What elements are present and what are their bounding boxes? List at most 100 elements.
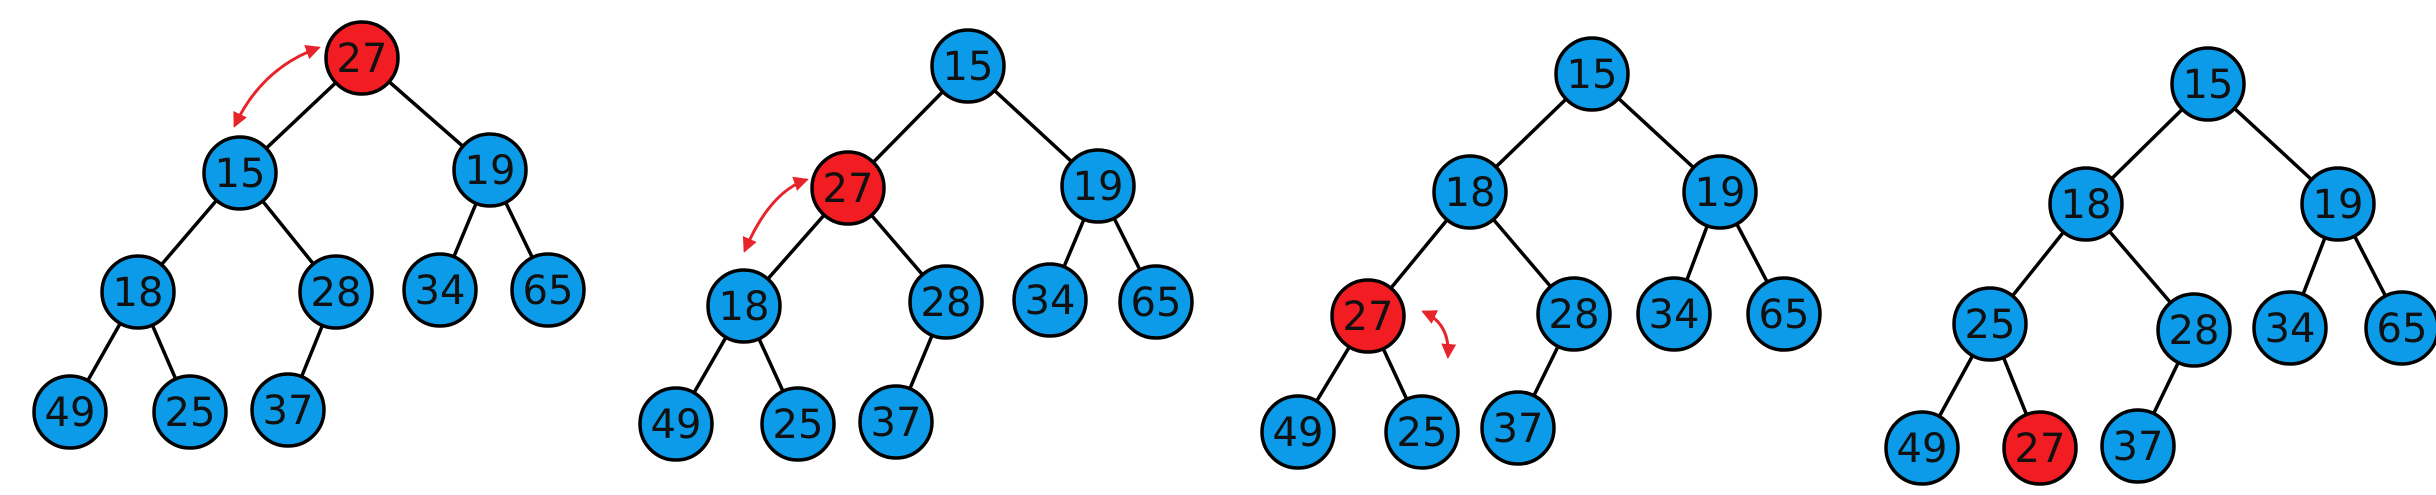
node-label: 37 <box>263 388 314 434</box>
swap-arrow-icon <box>233 44 321 128</box>
tree-node: 19 <box>1060 148 1136 224</box>
node-label: 15 <box>215 151 266 197</box>
node-circle <box>324 20 400 96</box>
node-circle <box>1746 276 1822 352</box>
tree-node: 25 <box>1384 394 1460 470</box>
tree-node: 28 <box>298 254 374 330</box>
node-label: 65 <box>1759 292 1810 338</box>
node-circle <box>1260 394 1336 470</box>
node-label: 25 <box>1397 410 1448 456</box>
tree-node: 65 <box>1746 276 1822 352</box>
node-label: 19 <box>465 148 516 194</box>
node-circle <box>2364 290 2436 366</box>
node-label: 28 <box>921 280 972 326</box>
node-circle <box>1384 394 1460 470</box>
node-circle <box>152 374 228 450</box>
tree-node: 25 <box>760 386 836 462</box>
node-circle <box>402 252 478 328</box>
node-label: 28 <box>2169 308 2220 354</box>
node-circle <box>1060 148 1136 224</box>
heap-tree-3: 15 18 19 27 28 34 65 49 25 37 <box>1260 36 1822 470</box>
node-circle <box>1636 276 1712 352</box>
node-circle <box>810 150 886 226</box>
node-circle <box>1884 410 1960 486</box>
node-circle <box>2100 408 2176 484</box>
node-label: 25 <box>1965 302 2016 348</box>
tree-node: 28 <box>908 264 984 340</box>
node-circle <box>2300 166 2376 242</box>
node-circle <box>1012 262 1088 338</box>
tree-node: 65 <box>2364 290 2436 366</box>
tree-node: 28 <box>1536 276 1612 352</box>
node-label: 18 <box>719 284 770 330</box>
node-circle <box>1330 278 1406 354</box>
node-label: 15 <box>2183 62 2234 108</box>
node-circle <box>510 252 586 328</box>
node-label: 27 <box>823 166 874 212</box>
tree-node: 34 <box>402 252 478 328</box>
heap-tree-2: 15 27 19 18 28 34 65 49 25 37 <box>638 28 1194 462</box>
node-circle <box>930 28 1006 104</box>
node-circle <box>1952 286 2028 362</box>
node-circle <box>1480 390 1556 466</box>
node-circle <box>1432 154 1508 230</box>
node-label: 19 <box>1695 170 1746 216</box>
heap-tree-1: 27 15 19 18 28 34 65 49 25 37 <box>32 20 586 450</box>
node-circle <box>1118 264 1194 340</box>
node-label: 37 <box>2113 424 2164 470</box>
node-circle <box>32 374 108 450</box>
node-circle <box>908 264 984 340</box>
node-circle <box>298 254 374 330</box>
tree-node: 18 <box>706 268 782 344</box>
node-circle <box>1536 276 1612 352</box>
node-label: 49 <box>1273 410 1324 456</box>
tree-node: 15 <box>202 135 278 211</box>
node-label: 65 <box>2377 306 2428 352</box>
node-label: 34 <box>1025 278 1076 324</box>
node-label: 27 <box>337 36 388 82</box>
node-circle <box>202 135 278 211</box>
tree-node: 15 <box>2170 46 2246 122</box>
node-label: 49 <box>45 390 96 436</box>
swap-arrow-icon <box>742 176 809 253</box>
node-circle <box>100 254 176 330</box>
tree-node: 25 <box>152 374 228 450</box>
node-circle <box>2048 166 2124 242</box>
node-label: 25 <box>165 390 216 436</box>
node-label: 25 <box>773 402 824 448</box>
node-label: 37 <box>871 400 922 446</box>
tree-node: 34 <box>2252 290 2328 366</box>
node-circle <box>1682 154 1758 230</box>
node-label: 65 <box>1131 280 1182 326</box>
tree-node: 28 <box>2156 292 2232 368</box>
swap-arrow-icon <box>1421 310 1457 359</box>
node-circle <box>638 386 714 462</box>
node-circle <box>760 386 836 462</box>
tree-node: 37 <box>2100 408 2176 484</box>
node-label: 15 <box>1567 52 1618 98</box>
node-label: 19 <box>1073 164 1124 210</box>
node-circle <box>452 132 528 208</box>
node-label: 27 <box>1343 294 1394 340</box>
node-label: 37 <box>1493 406 1544 452</box>
highlighted-node: 27 <box>810 150 886 226</box>
tree-node: 49 <box>638 386 714 462</box>
highlighted-node: 27 <box>324 20 400 96</box>
tree-node: 65 <box>510 252 586 328</box>
node-circle <box>250 372 326 448</box>
node-label: 18 <box>1445 170 1496 216</box>
node-circle <box>2002 410 2078 486</box>
tree-node: 15 <box>930 28 1006 104</box>
node-label: 27 <box>2015 426 2066 472</box>
tree-node: 37 <box>1480 390 1556 466</box>
tree-node: 18 <box>1432 154 1508 230</box>
node-label: 28 <box>311 270 362 316</box>
tree-node: 18 <box>100 254 176 330</box>
tree-node: 34 <box>1012 262 1088 338</box>
highlighted-node: 27 <box>2002 410 2078 486</box>
node-label: 34 <box>1649 292 1700 338</box>
node-label: 15 <box>943 44 994 90</box>
tree-node: 49 <box>1260 394 1336 470</box>
